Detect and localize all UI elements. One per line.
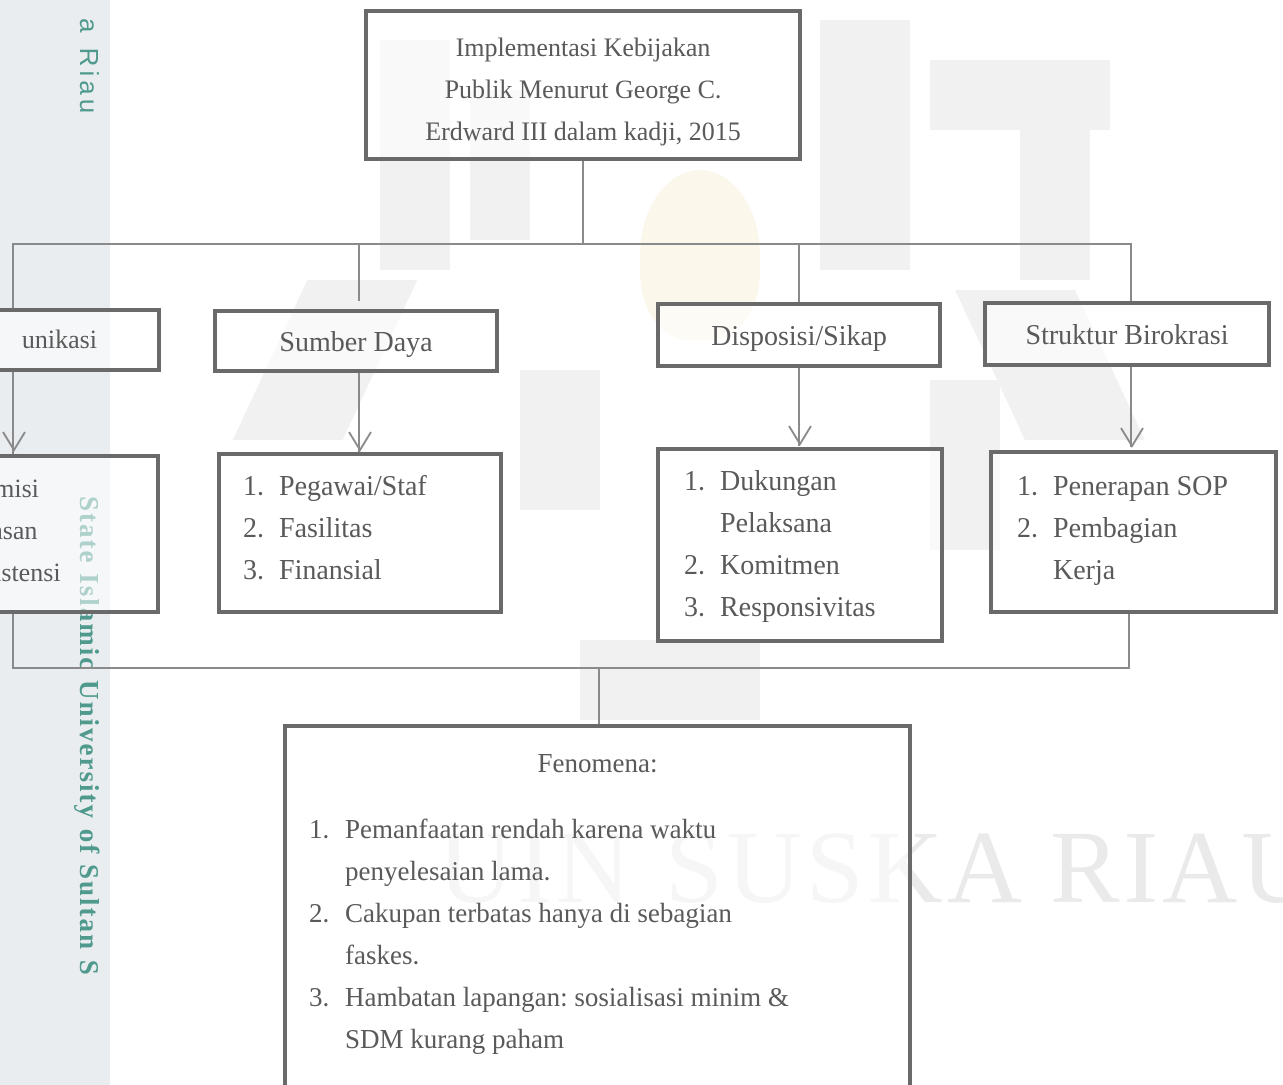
fenomena-title: Fenomena:: [537, 748, 658, 778]
detail-item: 3.Responsivitas: [684, 592, 876, 623]
detail-box-sumber-daya: 1.Pegawai/Staf 2.Fasilitas 3.Finansial: [217, 452, 503, 614]
root-line: Publik Menurut George C.: [444, 75, 722, 104]
arrow-down-icon: [348, 431, 372, 452]
detail-box-komunikasi: smisi lasan sistensi: [0, 454, 160, 614]
root-box: Implementasi Kebijakan Publik Menurut Ge…: [364, 9, 802, 161]
detail-item: 3.Finansial: [243, 555, 382, 586]
fenomena-item: 3.Hambatan lapangan: sosialisasi minim &…: [309, 982, 789, 1054]
arrow-down-icon: [2, 431, 26, 452]
category-box-komunikasi: unikasi: [0, 308, 161, 372]
root-line: Implementasi Kebijakan: [455, 33, 711, 62]
detail-item: lasan: [0, 516, 38, 545]
detail-item: 2.Fasilitas: [243, 513, 373, 544]
arrow-down-icon: [1120, 427, 1144, 448]
margin-text-top: a Riau: [74, 18, 104, 118]
category-label: Disposisi/Sikap: [711, 321, 887, 352]
category-box-disposisi: Disposisi/Sikap: [656, 302, 942, 368]
detail-item: 1.Penerapan SOP: [1017, 471, 1228, 502]
fenomena-box: Fenomena: 1.Pemanfaatan rendah karena wa…: [283, 724, 912, 1085]
root-line: Erdward III dalam kadji, 2015: [425, 117, 741, 146]
detail-list: 1.Pegawai/Staf 2.Fasilitas 3.Finansial: [243, 466, 499, 592]
category-label: Struktur Birokrasi: [1025, 320, 1229, 351]
category-label: unikasi: [21, 325, 97, 354]
detail-item: 1.Pegawai/Staf: [243, 471, 427, 502]
arrow-down-icon: [788, 425, 812, 446]
detail-list: smisi lasan sistensi: [0, 468, 61, 594]
detail-item: sistensi: [0, 558, 61, 587]
category-label: Sumber Daya: [279, 327, 433, 358]
detail-item: smisi: [0, 474, 39, 503]
detail-item: 2.Komitmen: [684, 550, 840, 581]
category-box-sumber-daya: Sumber Daya: [213, 309, 499, 373]
category-box-struktur: Struktur Birokrasi: [983, 301, 1271, 367]
